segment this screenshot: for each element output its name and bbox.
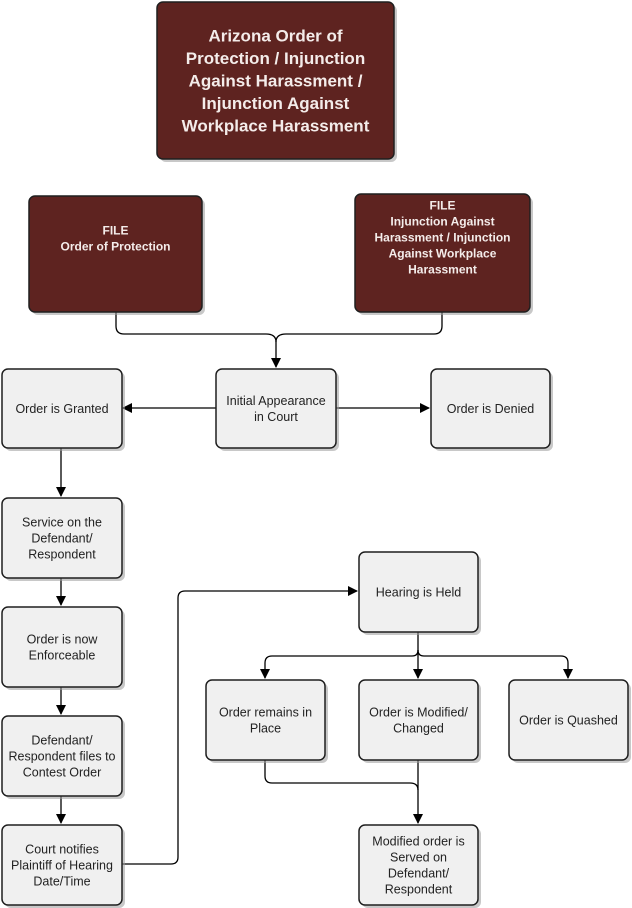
node-label-line: Hearing is Held (376, 586, 462, 600)
node-label-line: Order is now (27, 633, 99, 647)
node-box (358, 679, 479, 761)
node-label-line: Respondent (385, 883, 453, 897)
edge-file-op-to-initial (115, 312, 281, 368)
node-label-line: Order is Quashed (519, 714, 618, 728)
node-box (1, 497, 123, 579)
edge-remains-to-modified-served (264, 760, 419, 791)
node-box (1, 368, 123, 449)
node-box (1, 606, 123, 688)
edge-hearing-to-remains (260, 649, 419, 679)
node-box (215, 368, 337, 449)
node-label-line: Against Workplace (389, 246, 497, 260)
edge-file-iah-to-initial (275, 312, 443, 343)
node-label-line: Plaintiff of Hearing (11, 859, 113, 873)
node-label-line: Protection / Injunction (186, 49, 365, 68)
node-label-line: Enforceable (29, 649, 96, 663)
node-box (1, 715, 123, 797)
node-label-line: Arizona Order of (208, 27, 342, 46)
node-order-denied: Order is Denied (430, 368, 553, 451)
node-contest: Defendant/Respondent files to Contest Ord… (1, 715, 125, 799)
node-box (358, 551, 479, 633)
node-file-op: FILE Order of Protection (28, 195, 205, 315)
edge-hearing-to-quashed (417, 649, 573, 679)
node-quashed: Order is Quashed (508, 679, 631, 763)
node-label-line: Order is Modified/ (369, 706, 468, 720)
node-modified-served: Modified order is Served on Defendant/Resp… (358, 824, 481, 908)
node-label-line: Court notifies (25, 843, 99, 857)
node-box (205, 679, 326, 761)
node-label-line: Injunction Against (202, 94, 350, 113)
node-label-line: Injunction Against (390, 214, 494, 228)
edge-court-notifies-to-hearing (122, 586, 358, 865)
node-label-line: Served on (390, 851, 447, 865)
node-label-line: Respondent files to (8, 750, 115, 764)
node-box (354, 193, 531, 313)
node-box (508, 679, 629, 761)
connectors (56, 312, 573, 865)
node-label-line: Defendant/ (31, 734, 93, 748)
node-box (358, 824, 479, 906)
node-order-granted: Order is Granted (1, 368, 125, 451)
node-label-line: Changed (393, 722, 444, 736)
node-label-line: Order is Denied (447, 402, 535, 416)
node-hearing-held: Hearing is Held (358, 551, 481, 635)
node-box (156, 1, 395, 160)
node-box (430, 368, 551, 449)
node-title: Arizona Order of Protection / InjunctionA… (156, 1, 397, 162)
node-box (28, 195, 203, 313)
node-label-line: FILE (103, 223, 129, 237)
node-modified: Order is Modified/Changed (358, 679, 481, 763)
node-initial-appearance: Initial Appearance in Court (215, 368, 339, 451)
node-label-line: FILE (430, 198, 456, 212)
node-label-line: Initial Appearance (226, 394, 325, 408)
node-label-line: Modified order is (372, 835, 464, 849)
node-label-line: Order is Granted (15, 402, 108, 416)
node-remains: Order remains in Place (205, 679, 328, 763)
node-label-line: Workplace Harassment (182, 117, 370, 136)
node-label-line: Against Harassment / (189, 72, 363, 91)
node-label-line: Order remains in (219, 706, 312, 720)
node-label-line: Service on the (22, 516, 102, 530)
node-label-line: Harassment (408, 262, 477, 276)
node-label-line: Defendant/ (31, 532, 93, 546)
node-label-line: Date/Time (33, 875, 90, 889)
node-box (1, 824, 123, 906)
node-label-line: Respondent (28, 548, 96, 562)
node-label-line: Contest Order (23, 766, 102, 780)
node-label-line: in Court (254, 410, 298, 424)
node-label-line: Harassment / Injunction (374, 230, 510, 244)
node-label-line: Place (250, 722, 281, 736)
node-label-line: Order of Protection (60, 239, 170, 253)
node-label-line: Defendant/ (388, 867, 450, 881)
